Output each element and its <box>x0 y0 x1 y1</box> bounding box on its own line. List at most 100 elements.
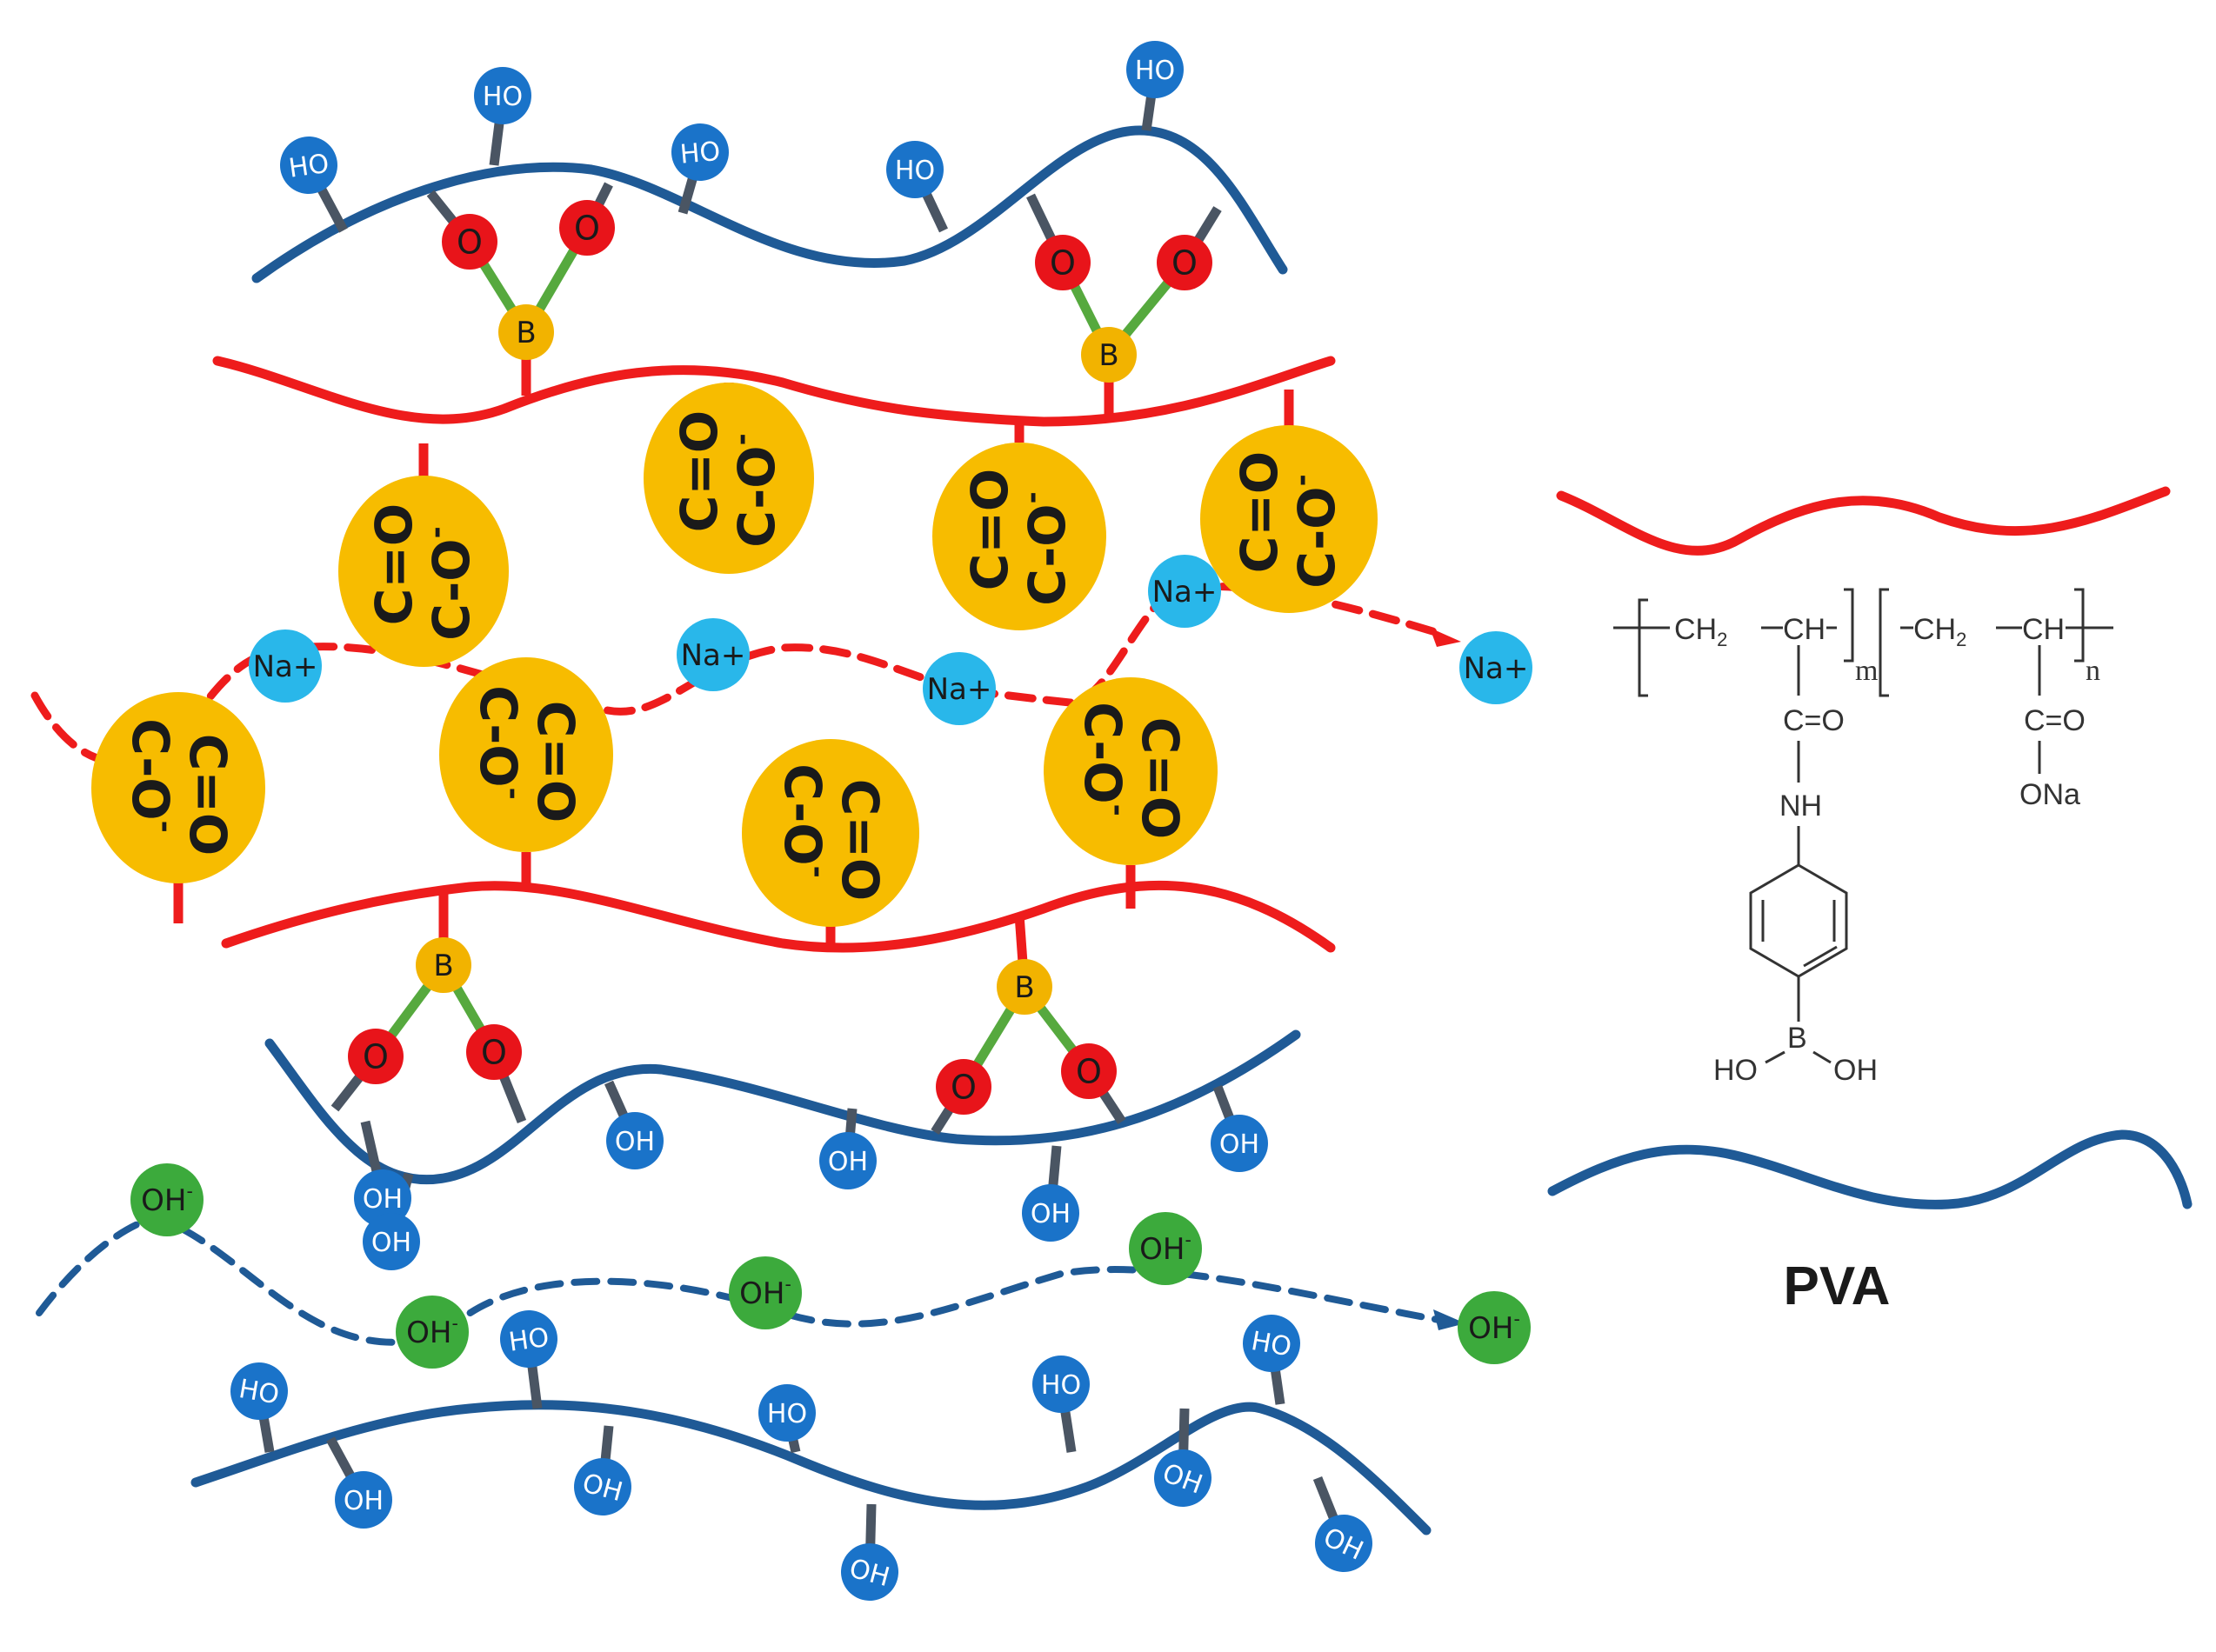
carboxylate-6: C=OC-O- <box>439 657 613 852</box>
pva-chain-bottom <box>190 1400 1432 1535</box>
atom-groups: HO HO HO HO HO OH OH OH OH OH OH HO HO HO HO HO OH OH OH OH… <box>130 41 1532 1601</box>
oxygen-bottom-left-1-label: O <box>363 1038 389 1076</box>
sodium-ion-5: Na+ <box>1459 631 1532 704</box>
struct-carbonyl-b: C=O <box>2024 704 2086 737</box>
struct-ona: ONa <box>2019 778 2080 811</box>
sodium-ion-3-label: Na+ <box>927 672 992 707</box>
carboxylate-double-bond: C=O <box>364 503 424 625</box>
carboxylate-8: C=OC-O- <box>1044 677 1218 865</box>
carboxylate-5: C=OC-O- <box>91 692 265 883</box>
carboxylate-double-bond: C=O <box>526 701 585 823</box>
struct-nh: NH <box>1779 789 1822 823</box>
oxygen-bottom-right-1-label: O <box>951 1069 977 1107</box>
hydroxide-ion-4-label: OH- <box>1139 1229 1191 1267</box>
borate-ester-bonds <box>371 225 1189 1089</box>
hydroxide-ion-5: OH- <box>1458 1291 1531 1364</box>
carboxylate-single-bond: C-O- <box>1285 474 1346 588</box>
struct-ch-a: CH <box>1783 613 1826 646</box>
legend-polymer-chain <box>1556 486 2171 556</box>
hydroxyl-ho-5: HO <box>1126 41 1184 98</box>
oxygen-bottom-left-2: O <box>466 1024 522 1080</box>
legend: PVA <box>1547 486 2193 1316</box>
struct-sub-m: m <box>1855 655 1878 687</box>
sodium-ion-2-label: Na+ <box>681 638 746 673</box>
struct-ch2-b: CH2 <box>1913 613 1966 650</box>
hydroxyl-ho-3-label: HO <box>679 137 722 170</box>
hydroxyl-ho-13-label: HO <box>507 1322 551 1358</box>
hydroxide-ion-1-label: OH- <box>141 1181 193 1218</box>
hydroxyl-ho-12-label: HO <box>237 1374 282 1410</box>
oxygen-bottom-left-2-label: O <box>481 1034 507 1072</box>
hydroxyl-ho-4-label: HO <box>895 156 935 186</box>
boron-bottom-left: B <box>416 937 471 993</box>
hydroxyl-ho-2-label: HO <box>483 82 523 112</box>
boron-bottom-left-label: B <box>433 949 453 983</box>
hydroxyl-oh-9-label: OH <box>1031 1199 1071 1229</box>
carboxylate-single-bond: C-O- <box>469 685 531 799</box>
hydroxyl-oh-7: OH <box>606 1112 664 1169</box>
hydroxyl-oh-8-label: OH <box>828 1147 868 1177</box>
polymer-chain-upper <box>212 356 1336 427</box>
hydroxide-ion-3: OH- <box>729 1256 802 1329</box>
carboxylate-single-bond: C-O- <box>773 763 835 877</box>
oxygen-bottom-right-2: O <box>1061 1043 1117 1099</box>
hydroxyl-oh-17-label: OH <box>344 1486 384 1516</box>
carboxylate-single-bond: C-O- <box>1073 702 1135 816</box>
sodium-pathway-arrowhead <box>1430 628 1461 647</box>
carboxylate-2: C=OC-O- <box>644 383 814 574</box>
chemical-structure: CH2 CH m CH2 CH n C=O NH B HO OH C=O ONa <box>1613 588 2113 1087</box>
oxygen-top-right-1: O <box>1035 235 1091 290</box>
hydroxide-ion-4: OH- <box>1129 1212 1202 1285</box>
boron-top-right: B <box>1081 327 1137 383</box>
carboxylate-1: C=OC-O- <box>338 476 509 667</box>
boron-bottom-right: B <box>997 959 1052 1015</box>
struct-carbonyl-a: C=O <box>1783 704 1845 737</box>
boron-bottom-right-label: B <box>1014 970 1034 1005</box>
polymer-chain-lower <box>221 880 1336 953</box>
carboxylate-double-bond: C=O <box>178 734 237 856</box>
carboxylate-double-bond: C=O <box>831 779 890 901</box>
hydroxyl-oh-17: OH <box>335 1471 392 1529</box>
carboxylate-groups: C=OC-O-C=OC-O-C=OC-O-C=OC-O-C=OC-O-C=OC-… <box>91 383 1378 948</box>
oxygen-top-right-1-label: O <box>1050 244 1076 283</box>
sodium-ion-1-label: Na+ <box>253 649 318 684</box>
oxygen-top-left-1: O <box>442 214 497 270</box>
struct-boron: B <box>1787 1022 1807 1055</box>
struct-ch2-a: CH2 <box>1674 613 1727 650</box>
hydroxyl-ho-1: HO <box>280 137 337 194</box>
carboxylate-4: C=OC-O- <box>1200 425 1378 613</box>
oxygen-bottom-left-1: O <box>348 1029 404 1084</box>
oxygen-top-left-2-label: O <box>574 210 600 248</box>
sodium-ion-3: Na+ <box>923 652 996 725</box>
hydroxyl-ho-14: HO <box>758 1384 816 1442</box>
hydroxyl-ho-15-label: HO <box>1041 1370 1081 1401</box>
hydroxyl-oh-11-label: OH <box>371 1228 411 1258</box>
hydroxyl-oh-18: OH <box>574 1458 631 1515</box>
struct-sub-n: n <box>2086 655 2100 687</box>
boron-top-left-label: B <box>516 316 536 350</box>
hydroxyl-ho-16-label: HO <box>1249 1326 1294 1362</box>
carboxylate-single-bond: C-O- <box>121 718 183 832</box>
oxygen-bottom-right-2-label: O <box>1076 1053 1102 1091</box>
sodium-ion-2: Na+ <box>677 618 750 691</box>
oxygen-top-right-2-label: O <box>1171 244 1198 283</box>
hydroxide-pathway-arrowhead <box>1433 1309 1465 1330</box>
oxygen-top-right-2: O <box>1157 235 1212 290</box>
hydroxyl-oh-10-label: OH <box>1219 1129 1259 1160</box>
carboxylate-single-bond: C-O- <box>724 433 786 547</box>
carboxylate-3: C=OC-O- <box>932 443 1106 630</box>
hydroxyl-oh-20: OH <box>1154 1449 1211 1507</box>
carboxylate-double-bond: C=O <box>1131 717 1190 839</box>
hydroxyl-ho-14-label: HO <box>767 1399 807 1429</box>
hydroxyl-ho-13: HO <box>500 1310 557 1368</box>
struct-oh: OH <box>1833 1054 1878 1087</box>
oxygen-top-left-2: O <box>559 200 615 256</box>
hydroxide-ion-2-label: OH- <box>406 1313 458 1350</box>
hydroxyl-oh-6-label: OH <box>363 1184 403 1215</box>
pva-label: PVA <box>1784 1256 1891 1316</box>
hydroxide-ion-3-label: OH- <box>739 1274 791 1311</box>
pva-chain-top <box>251 125 1288 283</box>
hydroxyl-ho-1-label: HO <box>287 149 331 184</box>
hydroxide-ion-5-label: OH- <box>1468 1309 1520 1346</box>
